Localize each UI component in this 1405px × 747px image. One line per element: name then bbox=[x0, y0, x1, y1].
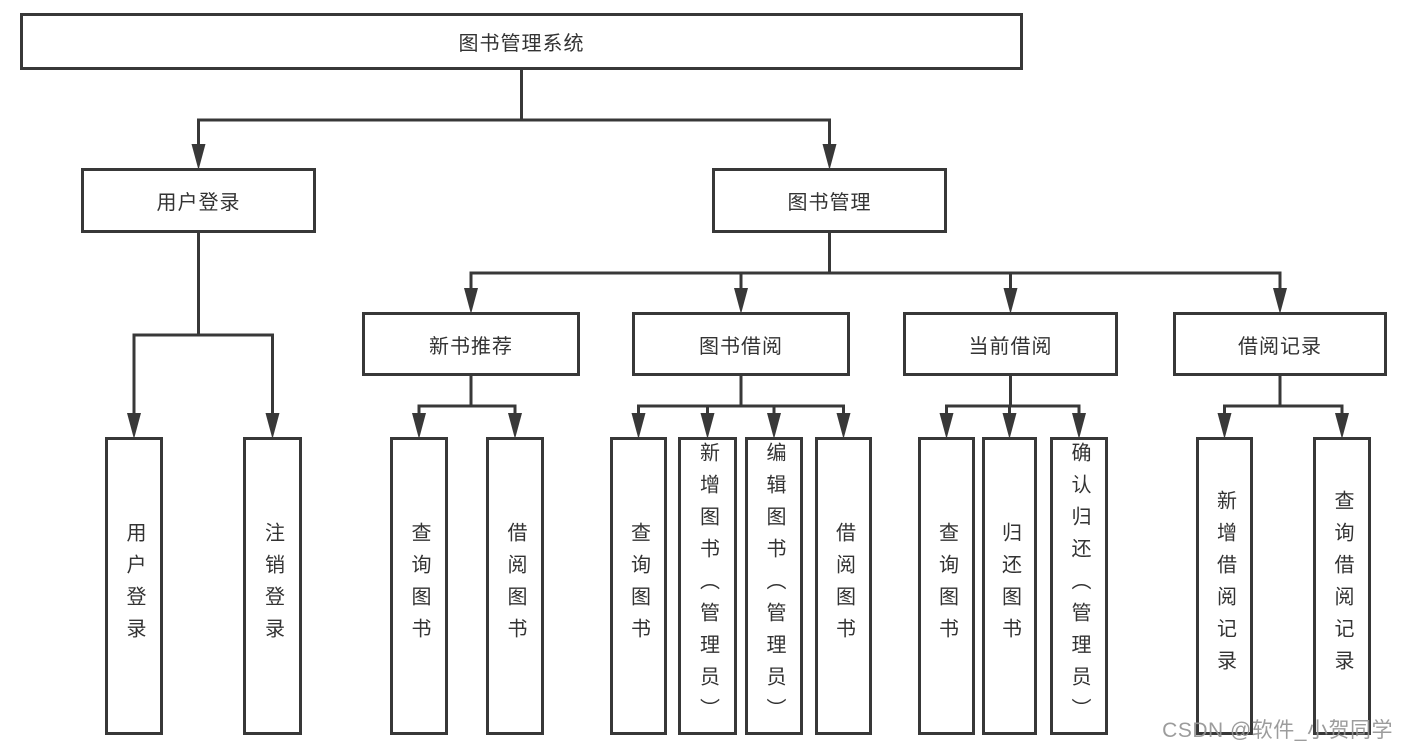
node-records: 借阅记录 bbox=[1173, 312, 1387, 376]
arrowhead-icon bbox=[1002, 413, 1017, 439]
arrowhead-icon bbox=[734, 288, 748, 314]
node-rec: 新书推荐 bbox=[362, 312, 580, 376]
arrowhead-icon bbox=[1217, 413, 1232, 439]
node-login-user: 用户登录 bbox=[105, 437, 163, 735]
node-borrow-borrow: 借阅图书 bbox=[815, 437, 872, 735]
node-mgmt: 图书管理 bbox=[712, 168, 947, 233]
node-borrow: 图书借阅 bbox=[632, 312, 850, 376]
arrowhead-icon bbox=[1335, 413, 1349, 439]
arrowhead-icon bbox=[508, 413, 522, 439]
arrowhead-icon bbox=[127, 413, 141, 439]
node-records-add: 新增借阅记录 bbox=[1196, 437, 1253, 735]
node-root: 图书管理系统 bbox=[20, 13, 1023, 70]
arrowhead-icon bbox=[191, 144, 206, 170]
arrowhead-icon bbox=[464, 288, 478, 314]
arrowhead-icon bbox=[1003, 288, 1018, 314]
arrowhead-icon bbox=[700, 413, 715, 439]
node-current-query: 查询图书 bbox=[918, 437, 975, 735]
node-borrow-add: 新增图书（管理员） bbox=[678, 437, 737, 735]
node-borrow-edit: 编辑图书（管理员） bbox=[745, 437, 803, 735]
arrowhead-icon bbox=[836, 413, 851, 439]
node-rec-borrow: 借阅图书 bbox=[486, 437, 544, 735]
node-current: 当前借阅 bbox=[903, 312, 1118, 376]
node-borrow-query: 查询图书 bbox=[610, 437, 667, 735]
node-login-logout: 注销登录 bbox=[243, 437, 302, 735]
arrowhead-icon bbox=[412, 413, 426, 439]
arrowhead-icon bbox=[939, 413, 954, 439]
arrowhead-icon bbox=[822, 144, 837, 170]
node-rec-query: 查询图书 bbox=[390, 437, 448, 735]
node-current-confirm: 确认归还（管理员） bbox=[1050, 437, 1108, 735]
arrowhead-icon bbox=[631, 413, 646, 439]
arrowhead-icon bbox=[265, 413, 280, 439]
arrowhead-icon bbox=[1072, 413, 1086, 439]
arrowhead-icon bbox=[1273, 288, 1287, 314]
node-current-return: 归还图书 bbox=[982, 437, 1037, 735]
arrowhead-icon bbox=[767, 413, 781, 439]
node-login: 用户登录 bbox=[81, 168, 316, 233]
csdn-watermark: CSDN @软件_小贺同学 bbox=[1162, 719, 1393, 742]
node-records-query: 查询借阅记录 bbox=[1313, 437, 1371, 735]
